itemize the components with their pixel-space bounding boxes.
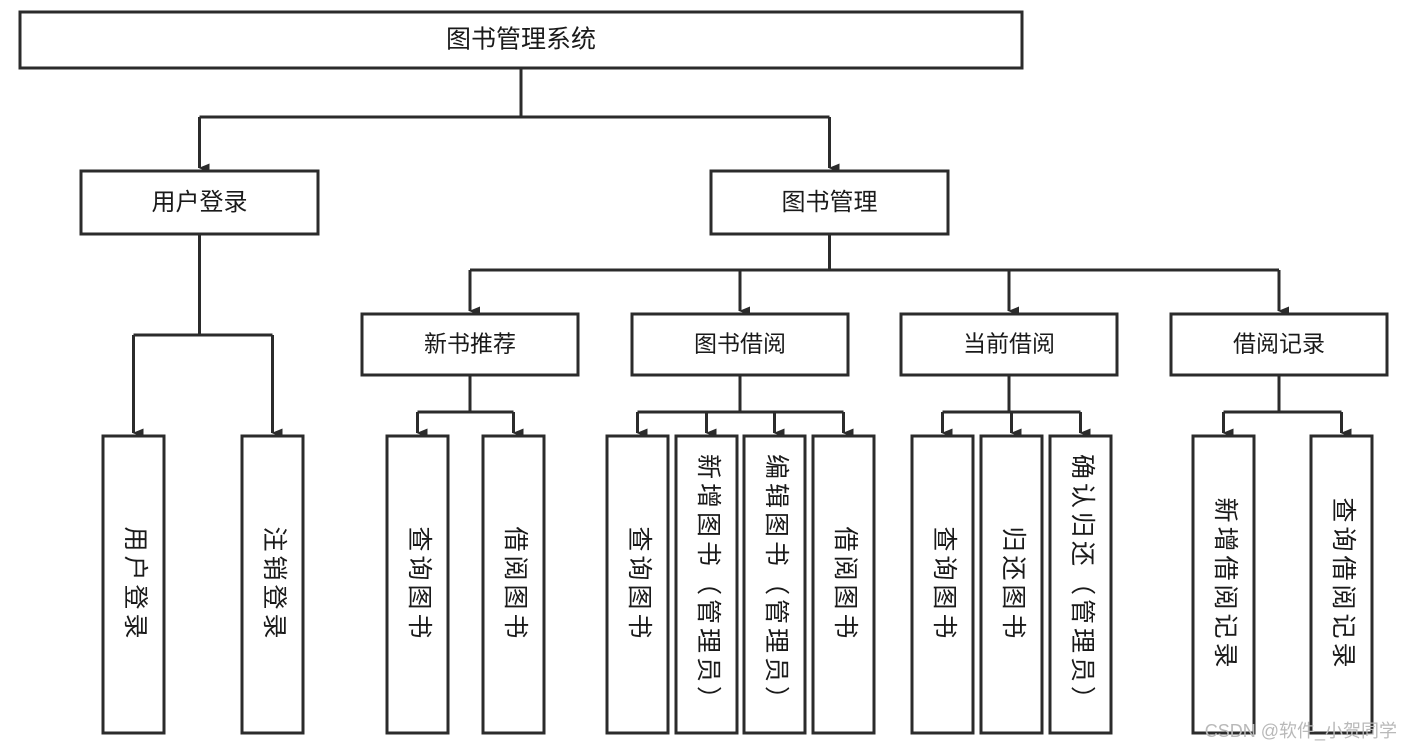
node-box	[811, 434, 876, 735]
node-label: 用户登录	[152, 189, 248, 216]
node-leaf-query-book-3[interactable]: 查询图书	[910, 434, 975, 735]
node-book-manage[interactable]: 图书管理	[709, 169, 950, 236]
nodes-layer: 图书管理系统用户登录图书管理新书推荐图书借阅当前借阅借阅记录用户登录注销登录查询…	[18, 10, 1389, 735]
node-box	[1191, 434, 1256, 735]
node-leaf-query-record[interactable]: 查询借阅记录	[1309, 434, 1374, 735]
node-leaf-borrow-book-2[interactable]: 借阅图书	[811, 434, 876, 735]
node-box	[481, 434, 546, 735]
node-label: 图书管理系统	[446, 26, 596, 54]
node-label: 查询图书	[625, 526, 653, 642]
node-leaf-logout[interactable]: 注销登录	[240, 434, 305, 735]
node-box	[1169, 312, 1389, 377]
node-leaf-borrow-book-1[interactable]: 借阅图书	[481, 434, 546, 735]
node-box	[674, 434, 739, 735]
node-box	[1048, 434, 1113, 735]
node-box	[899, 312, 1119, 377]
node-label: 查询图书	[405, 526, 433, 642]
node-label: 查询图书	[930, 526, 958, 642]
node-leaf-add-record[interactable]: 新增借阅记录	[1191, 434, 1256, 735]
node-box	[240, 434, 305, 735]
node-label: 图书管理	[782, 189, 878, 216]
node-leaf-edit-book[interactable]: 编辑图书（管理员）	[742, 434, 807, 735]
node-leaf-query-book-2[interactable]: 查询图书	[605, 434, 670, 735]
node-label: 借阅图书	[831, 526, 859, 642]
node-leaf-return-book[interactable]: 归还图书	[979, 434, 1044, 735]
node-label: 新增借阅记录	[1211, 497, 1239, 671]
node-box	[605, 434, 670, 735]
node-box	[18, 10, 1024, 70]
node-box	[79, 169, 320, 236]
node-box	[709, 169, 950, 236]
node-leaf-confirm-return[interactable]: 确认归还（管理员）	[1048, 434, 1113, 735]
node-box	[979, 434, 1044, 735]
node-label: 新增图书（管理员）	[694, 454, 722, 715]
node-current-borrow[interactable]: 当前借阅	[899, 312, 1119, 377]
node-box	[742, 434, 807, 735]
node-label: 查询借阅记录	[1329, 497, 1357, 671]
node-label: 确认归还（管理员）	[1068, 454, 1096, 715]
node-label: 用户登录	[121, 526, 149, 642]
node-label: 借阅图书	[501, 526, 529, 642]
node-leaf-user-login[interactable]: 用户登录	[101, 434, 166, 735]
node-label: 当前借阅	[963, 331, 1055, 357]
node-new-book-rec[interactable]: 新书推荐	[360, 312, 580, 377]
node-leaf-add-book[interactable]: 新增图书（管理员）	[674, 434, 739, 735]
node-borrow-record[interactable]: 借阅记录	[1169, 312, 1389, 377]
node-label: 注销登录	[260, 526, 288, 642]
node-box	[360, 312, 580, 377]
node-label: 编辑图书（管理员）	[762, 454, 790, 715]
node-box	[630, 312, 850, 377]
node-label: 借阅记录	[1233, 331, 1325, 357]
node-book-borrow[interactable]: 图书借阅	[630, 312, 850, 377]
node-label: 新书推荐	[424, 331, 516, 357]
node-label: 归还图书	[999, 526, 1027, 642]
edges-layer	[132, 68, 1352, 438]
node-box	[101, 434, 166, 735]
node-box	[1309, 434, 1374, 735]
node-root[interactable]: 图书管理系统	[18, 10, 1024, 70]
node-user-login[interactable]: 用户登录	[79, 169, 320, 236]
node-label: 图书借阅	[694, 331, 786, 357]
node-box	[385, 434, 450, 735]
node-leaf-query-book-1[interactable]: 查询图书	[385, 434, 450, 735]
node-box	[910, 434, 975, 735]
